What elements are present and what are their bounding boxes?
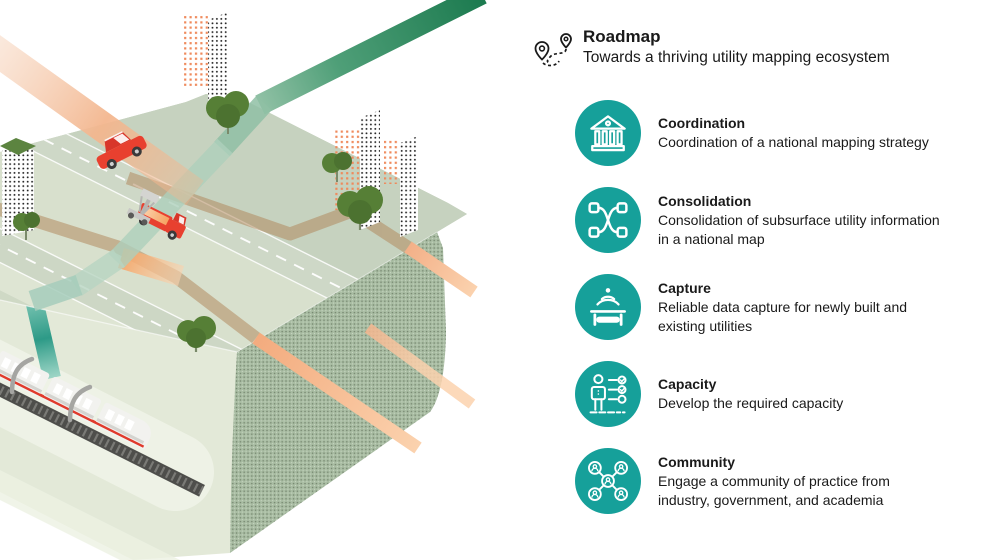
trees <box>13 91 383 352</box>
tunnel-arches <box>9 356 93 423</box>
item-description: Coordination of a national mapping strat… <box>658 134 929 150</box>
roadmap-item-capacity: Capacity Develop the required capacity <box>575 361 991 427</box>
tree <box>177 316 216 352</box>
item-description: Reliable data capture for newly built an… <box>658 298 908 334</box>
roadmap-item-capture: Capture Reliable data capture for newly … <box>575 274 991 340</box>
red-car <box>96 131 147 169</box>
green-utility-band <box>28 0 487 311</box>
roadmap-item-community: Community Engage a community of practice… <box>575 448 991 514</box>
building-tall <box>208 12 228 104</box>
item-title: Consolidation <box>658 192 752 209</box>
tree <box>13 212 40 240</box>
item-description: Develop the required capacity <box>658 395 844 411</box>
item-title: Capture <box>658 279 711 296</box>
building-small <box>400 136 418 237</box>
page-subtitle: Towards a thriving utility mapping ecosy… <box>583 49 890 66</box>
peach-pipes <box>252 241 478 454</box>
subsurface-radar-icon <box>575 274 641 340</box>
tree <box>337 186 383 230</box>
page-title: Roadmap <box>583 27 661 46</box>
roadmap-panel: Roadmap Towards a thriving utility mappi… <box>533 26 991 535</box>
roadmap-header: Roadmap Towards a thriving utility mappi… <box>533 26 991 76</box>
roadmap-item-consolidation: Consolidation Consolidation of subsurfac… <box>575 187 991 253</box>
roadmap-items: Coordination Coordination of a national … <box>575 100 991 514</box>
gpr-cart <box>126 188 160 226</box>
orange-dots <box>384 140 400 184</box>
people-network-icon <box>575 448 641 514</box>
peach-utility-band <box>0 35 204 206</box>
item-title: Coordination <box>658 115 746 131</box>
scan-highlight <box>118 248 184 286</box>
route-map-icon <box>533 32 577 76</box>
tree <box>322 152 352 182</box>
orange-dots <box>184 16 208 86</box>
underground-train <box>0 351 205 497</box>
item-description: Engage a community of practice from indu… <box>658 472 890 508</box>
merge-lines-icon <box>575 187 641 253</box>
tree <box>206 91 249 134</box>
roadmap-item-coordination: Coordination Coordination of a national … <box>575 100 991 166</box>
item-description: Consolidation of subsurface utility info… <box>658 211 940 247</box>
bank-icon <box>575 100 641 166</box>
utility-city-illustration <box>0 0 487 560</box>
item-title: Capacity <box>658 376 717 392</box>
person-checklist-icon <box>575 361 641 427</box>
item-title: Community <box>658 453 735 470</box>
